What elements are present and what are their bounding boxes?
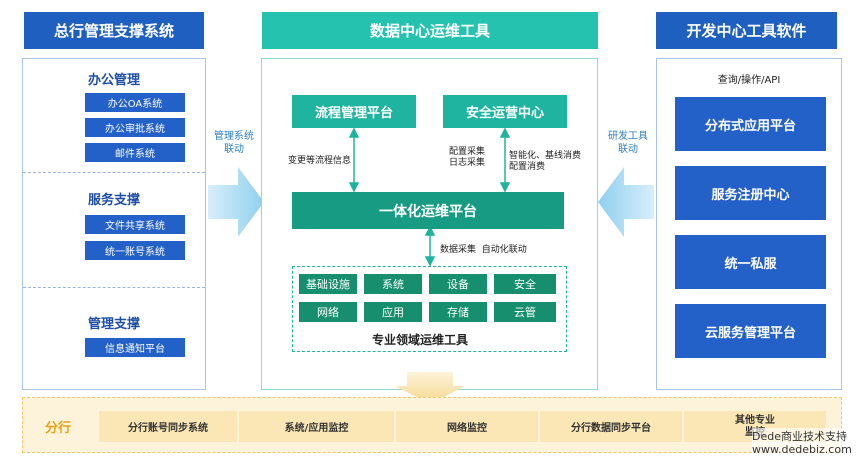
left-item-approval[interactable]: 办公审批系统 xyxy=(85,118,185,137)
right-header: 开发中心工具软件 xyxy=(656,12,837,49)
domain-cell-storage[interactable]: 存储 xyxy=(429,302,487,322)
watermark-line1: Dede商业技术支持 xyxy=(752,428,847,444)
watermark-line2: www.dedebiz.com xyxy=(752,443,852,456)
domain-cell-network[interactable]: 网络 xyxy=(299,302,357,322)
domain-cell-system[interactable]: 系统 xyxy=(364,274,422,294)
domain-tools-label: 专业领域运维工具 xyxy=(372,333,469,347)
right-pointing-arrow-icon xyxy=(208,167,264,237)
process-platform-box[interactable]: 流程管理平台 xyxy=(292,95,416,128)
note-config-log: 配置采集 日志采集 xyxy=(449,147,486,168)
left-item-file-share[interactable]: 文件共享系统 xyxy=(85,215,185,234)
branch-item-data-sync[interactable]: 分行数据同步平台 xyxy=(540,411,682,442)
left-panel: 办公管理 办公OA系统 办公审批系统 邮件系统 服务支撑 文件共享系统 统一账号… xyxy=(22,58,206,390)
right-item-distributed-app[interactable]: 分布式应用平台 xyxy=(675,97,826,151)
right-panel: 查询/操作/API 分布式应用平台 服务注册中心 统一私服 云服务管理平台 xyxy=(656,58,842,390)
branch-label: 分行 xyxy=(45,421,72,436)
section-title-management: 管理支撑 xyxy=(87,317,140,332)
note-process-info: 变更等流程信息 xyxy=(288,156,352,166)
down-arrow-icon xyxy=(395,372,465,404)
right-item-service-registry[interactable]: 服务注册中心 xyxy=(675,166,826,220)
center-header-title: 数据中心运维工具 xyxy=(369,22,490,40)
branch-item-app-monitor[interactable]: 系统/应用监控 xyxy=(239,411,394,442)
branch-item-network-monitor[interactable]: 网络监控 xyxy=(396,411,538,442)
left-item-mail[interactable]: 邮件系统 xyxy=(85,143,185,162)
vertical-arrows xyxy=(348,127,511,267)
left-header: 总行管理支撑系统 xyxy=(24,12,204,49)
right-item-cloud-mgmt[interactable]: 云服务管理平台 xyxy=(675,304,826,358)
right-header-title: 开发中心工具软件 xyxy=(686,22,807,40)
security-center-box[interactable]: 安全运营中心 xyxy=(443,95,567,128)
branch-row: 分行 分行账号同步系统 系统/应用监控 网络监控 分行数据同步平台 其他专业 监… xyxy=(22,397,842,453)
section-title-service: 服务支撑 xyxy=(87,193,140,208)
left-arrow-label: 管理系统 联动 xyxy=(214,131,254,155)
left-item-oa[interactable]: 办公OA系统 xyxy=(85,93,185,112)
note-baseline: 智能化、基线消费 配置消费 xyxy=(509,151,582,172)
left-item-notice[interactable]: 信息通知平台 xyxy=(85,338,185,357)
right-item-private-repo[interactable]: 统一私服 xyxy=(675,235,826,289)
domain-cell-device[interactable]: 设备 xyxy=(429,274,487,294)
right-arrow-label: 研发工具 联动 xyxy=(608,131,648,155)
left-item-account[interactable]: 统一账号系统 xyxy=(85,241,185,260)
left-divider-1 xyxy=(23,172,205,173)
integrated-ops-platform-box[interactable]: 一体化运维平台 xyxy=(292,192,564,229)
right-subtitle: 查询/操作/API xyxy=(717,75,781,86)
left-header-title: 总行管理支撑系统 xyxy=(53,22,174,40)
domain-cell-infrastructure[interactable]: 基础设施 xyxy=(299,274,357,294)
domain-tools-frame xyxy=(292,266,567,352)
center-panel: 流程管理平台 安全运营中心 变更等流程信息 配置采集 日志采集 智能化、基线消费… xyxy=(261,58,598,390)
section-title-office: 办公管理 xyxy=(87,73,140,88)
domain-cell-application[interactable]: 应用 xyxy=(364,302,422,322)
left-divider-2 xyxy=(23,287,205,288)
center-header: 数据中心运维工具 xyxy=(262,12,598,49)
domain-cell-security[interactable]: 安全 xyxy=(494,274,556,294)
branch-item-account-sync[interactable]: 分行账号同步系统 xyxy=(99,411,237,442)
note-data-collect: 数据采集 自动化联动 xyxy=(440,245,527,255)
domain-cell-cloud[interactable]: 云管 xyxy=(494,302,556,322)
left-pointing-arrow-icon xyxy=(598,167,654,237)
